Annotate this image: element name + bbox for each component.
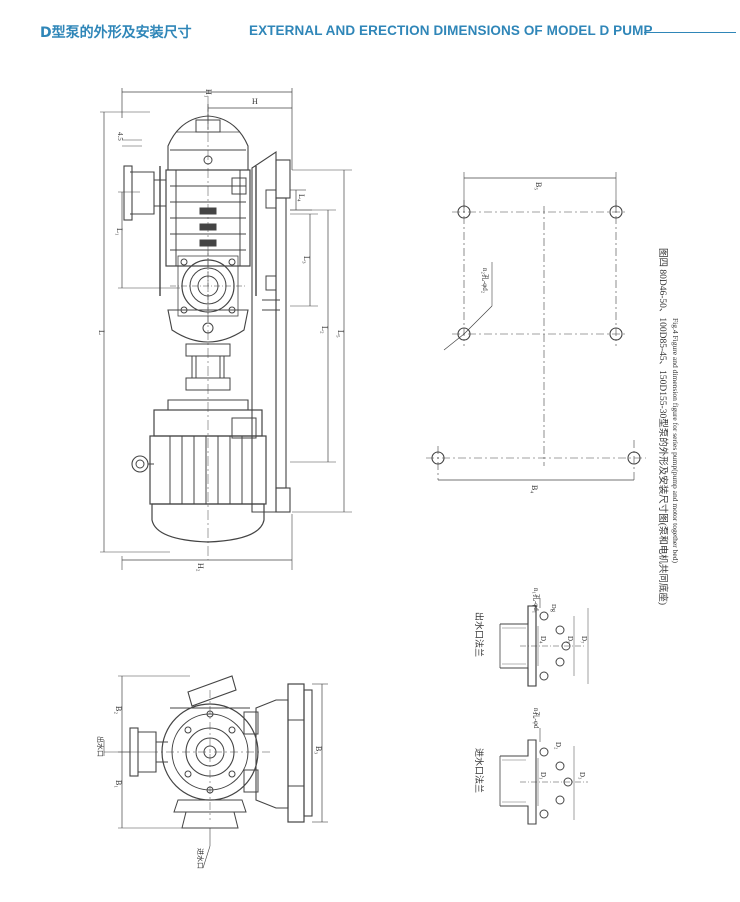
dim-B2: B₂ — [114, 706, 123, 714]
caption-en: Fig.4 Figure and dimension figure for se… — [671, 318, 680, 563]
plan-view: B₂ B₁ 出水口 进水口 — [96, 675, 328, 869]
dim-H2: H₂ — [196, 563, 205, 572]
label-holes-d2: n₂孔-φd₂ — [481, 268, 489, 294]
dim-B4: B₄ — [530, 485, 539, 493]
inlet-flange-detail: 进水口法兰 n孔-φd D₁ D₂ D₃ — [474, 708, 588, 825]
figure-caption: 图四 80D46-50、100D85-45、150D155-30型泵的外形及安装… — [657, 248, 680, 605]
dim-D3: D₃ — [578, 772, 586, 780]
label-inlet-flange: 进水口法兰 — [474, 748, 485, 793]
dim-L5: L₅ — [336, 330, 345, 338]
dim-L4: L₄ — [297, 194, 306, 202]
page-title-en: EXTERNAL AND ERECTION DIMENSIONS OF MODE… — [249, 23, 653, 38]
label-holes-d1: n₁孔-φd₁ — [532, 588, 540, 613]
dim-B1: B₁ — [114, 780, 123, 788]
dim-B3: B₃ — [314, 746, 323, 754]
dim-D4: D₄ — [539, 636, 547, 644]
label-inlet-side: 进水口 — [196, 848, 205, 869]
dim-L1: L₁ — [115, 228, 124, 236]
dim-H: H — [252, 97, 258, 106]
label-outlet-flange: 出水口法兰 — [474, 612, 485, 657]
title-rule — [644, 32, 736, 33]
page-header: D型泵的外形及安装尺寸 EXTERNAL AND ERECTION DIMENS… — [40, 22, 740, 46]
dim-4-5: 4.5 — [116, 132, 124, 141]
outlet-flange-detail: 出水口法兰 n₁孔-φd₁ Dg D₄ D₅ D₇ — [474, 588, 589, 687]
page-title-cn: D型泵的外形及安装尺寸 — [40, 25, 192, 41]
caption-cn: 图四 80D46-50、100D85-45、150D155-30型泵的外形及安装… — [657, 248, 669, 605]
label-outlet-side: 出水口 — [96, 736, 105, 757]
side-view: H₁ H 4.5 L L₁ — [97, 88, 352, 572]
dim-D2: D₂ — [554, 742, 562, 750]
dim-L3: L₃ — [302, 256, 311, 264]
label-holes-d: n孔-φd — [532, 708, 540, 729]
dim-D1: D₁ — [539, 772, 547, 780]
dim-Dg: Dg — [550, 604, 557, 613]
dim-D5: D₅ — [566, 636, 574, 644]
dim-L2: L₂ — [320, 326, 329, 334]
dim-H1: H₁ — [204, 89, 213, 98]
dim-D7: D₇ — [580, 636, 588, 644]
dim-L: L — [97, 330, 106, 335]
foundation-plan: B₅ B₄ n₂孔-φd₂ — [426, 172, 646, 493]
dim-B5: B₅ — [534, 182, 543, 190]
